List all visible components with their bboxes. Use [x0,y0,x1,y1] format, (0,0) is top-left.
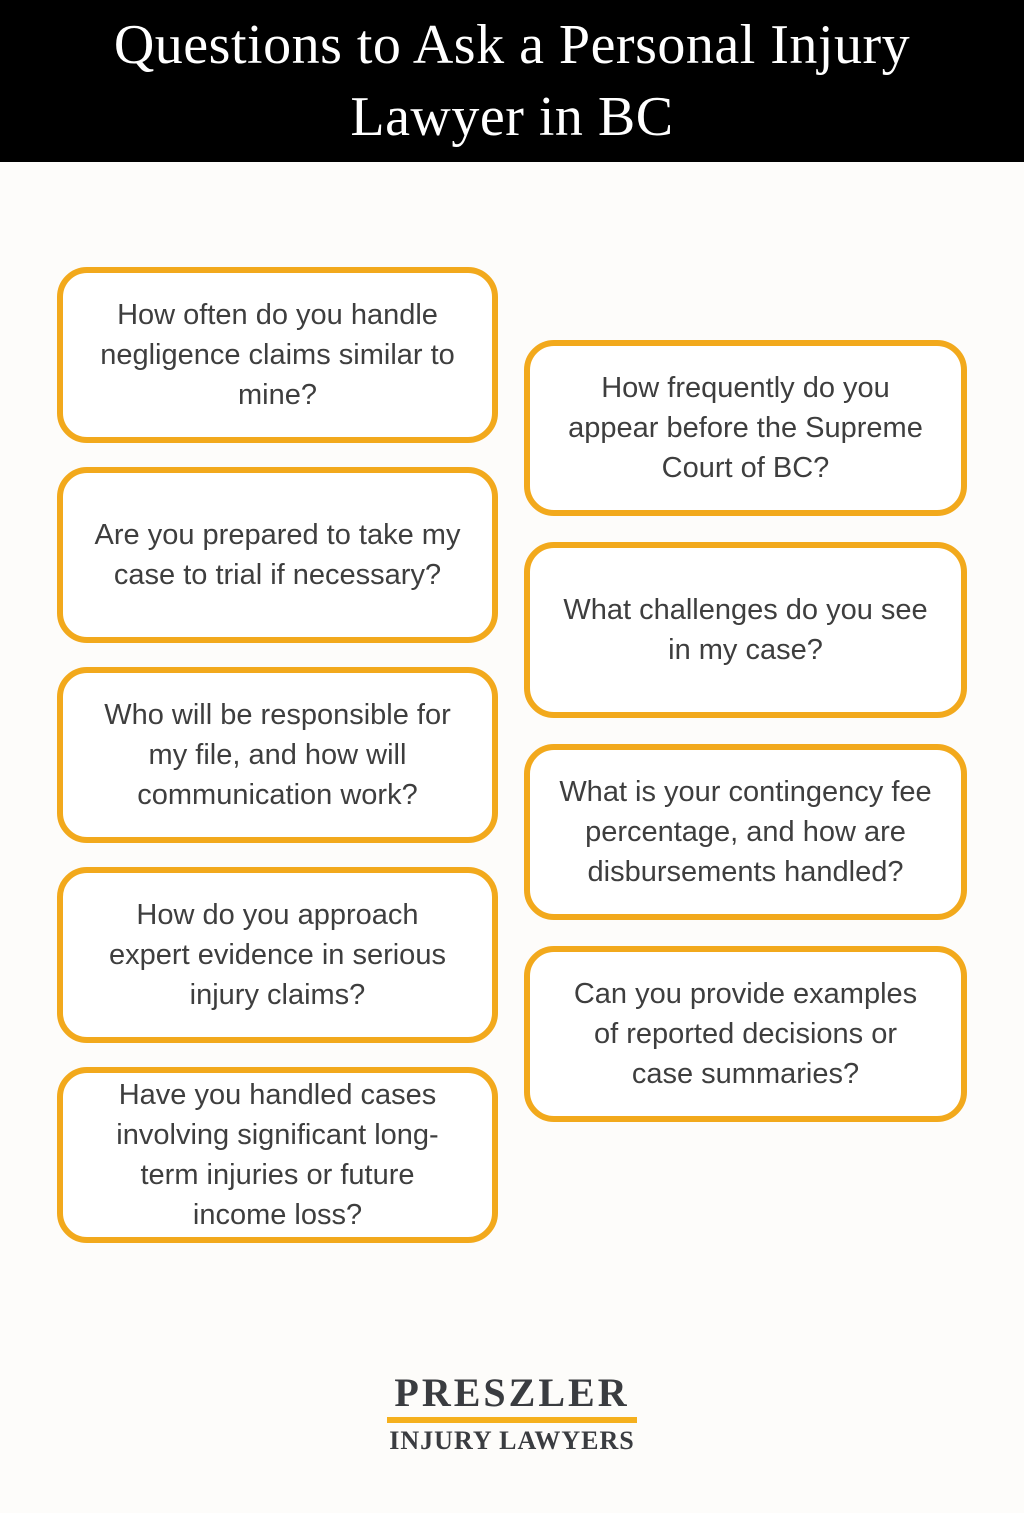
question-card: Can you provide examples of reported dec… [524,946,967,1122]
brand-divider [387,1417,637,1423]
question-text: Are you prepared to take my case to tria… [94,519,461,591]
question-card: How do you approach expert evidence in s… [57,867,498,1043]
question-card: How often do you handle negligence claim… [57,267,498,443]
question-card: Are you prepared to take my case to tria… [57,467,498,643]
question-card: How frequently do you appear before the … [524,340,967,516]
content-area: How often do you handle negligence claim… [0,162,1024,1513]
question-text: Who will be responsible for my file, and… [104,699,451,811]
header-banner: Questions to Ask a Personal Injury Lawye… [0,0,1024,162]
question-card: What challenges do you see in my case? [524,542,967,718]
question-text: How often do you handle negligence claim… [100,299,455,411]
brand-tagline: INJURY LAWYERS [389,1426,635,1455]
question-text: How frequently do you appear before the … [568,372,923,484]
page-title: Questions to Ask a Personal Injury Lawye… [113,14,911,148]
right-column: How frequently do you appear before the … [524,340,967,1122]
question-text: Have you handled cases involving signifi… [116,1079,439,1231]
question-text: What challenges do you see in my case? [563,594,928,666]
left-column: How often do you handle negligence claim… [57,267,498,1243]
brand-logo: PRESZLER INJURY LAWYERS [0,1373,1024,1454]
question-card: What is your contingency fee percentage,… [524,744,967,920]
brand-name: PRESZLER [394,1370,630,1415]
question-card: Who will be responsible for my file, and… [57,667,498,843]
question-text: What is your contingency fee percentage,… [559,776,932,888]
question-text: How do you approach expert evidence in s… [109,899,446,1011]
question-text: Can you provide examples of reported dec… [573,978,918,1090]
question-card: Have you handled cases involving signifi… [57,1067,498,1243]
